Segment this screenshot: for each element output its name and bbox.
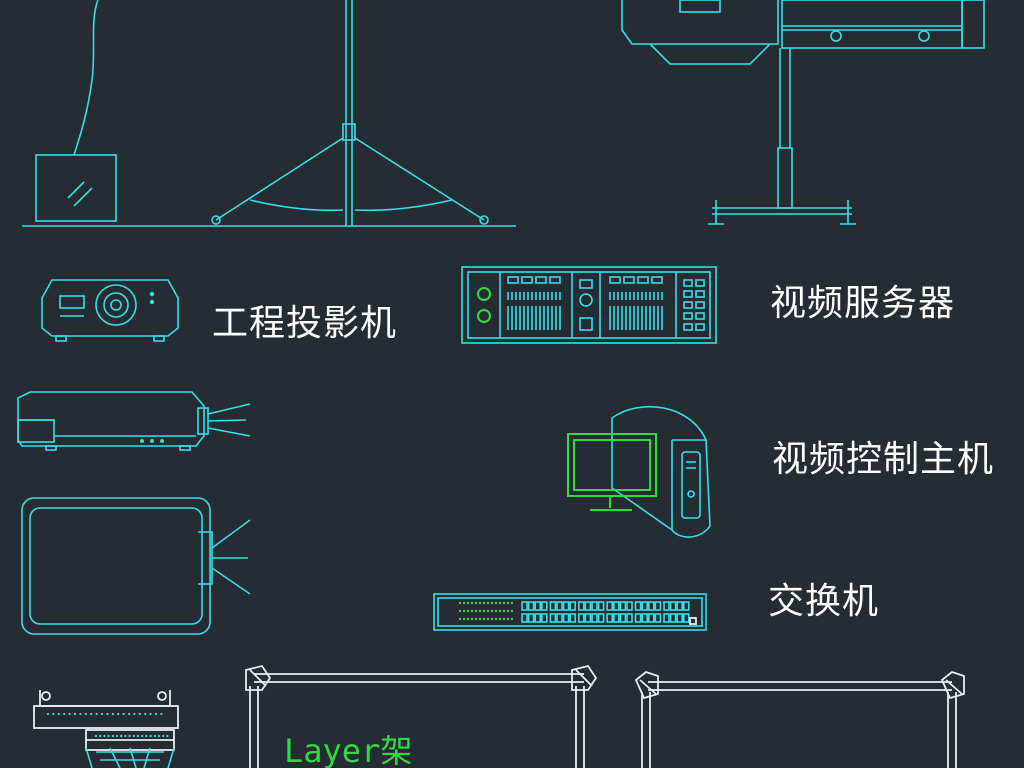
switch-label: 交换机 [768,581,880,622]
projector-top-symbol [21,497,251,635]
layer-truss-frame-right [634,670,965,768]
layer-truss-label: Layer架 [284,732,412,768]
projector-side-symbol [17,391,251,451]
network-switch-symbol [433,593,707,631]
projector-front-symbol [41,279,179,342]
spotlight-on-stand [621,0,985,225]
projector-label: 工程投影机 [212,303,398,344]
video-control-host-symbol [567,406,711,538]
video-server-rack-symbol [461,266,717,344]
rigging-cabinet-symbol [33,690,179,768]
video-host-label: 视频控制主机 [772,439,995,480]
video-server-label: 视频服务器 [770,283,956,324]
box-with-cable-symbol [35,0,117,222]
layer-truss-frame-left [245,664,598,768]
tripod-screen-stand [211,0,489,226]
